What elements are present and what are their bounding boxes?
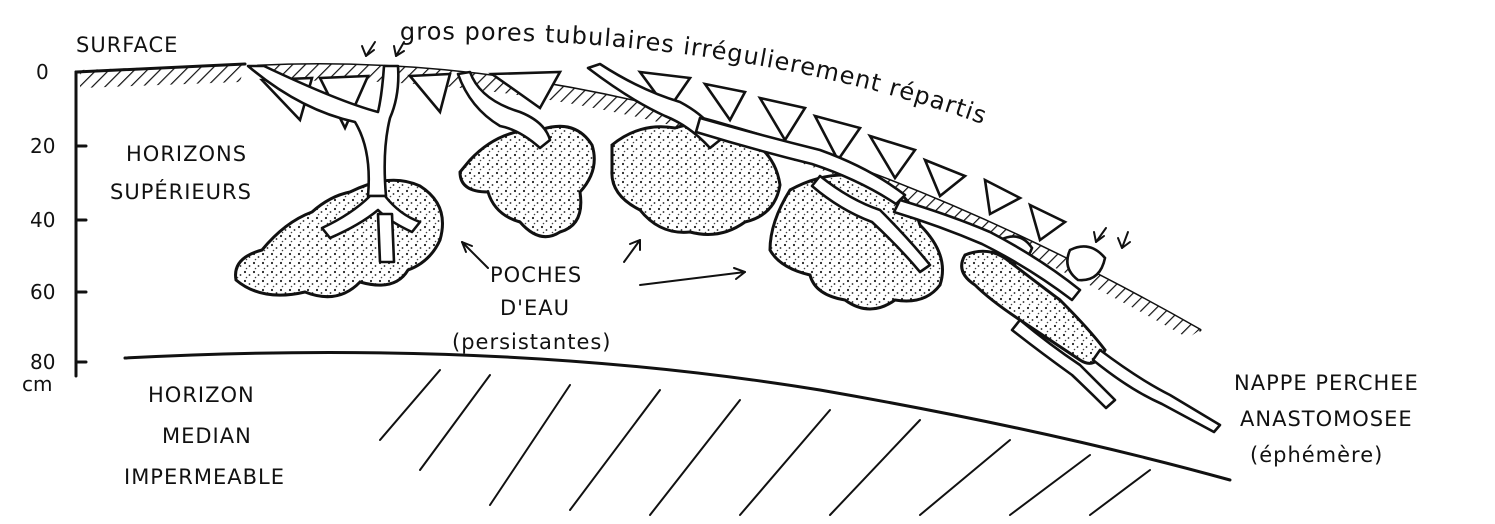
depth-tick-40: 40 bbox=[30, 208, 55, 232]
upper-horizons-label-line-1: HORIZONS bbox=[126, 142, 247, 166]
water-pockets-label-line-3: (persistantes) bbox=[452, 330, 612, 354]
water-pocket-1 bbox=[236, 180, 443, 296]
upper-horizons-label-line-2: SUPÉRIEURS bbox=[110, 179, 252, 204]
water-pockets bbox=[236, 124, 1105, 363]
depth-unit: cm bbox=[22, 372, 52, 396]
perched-water-label-line-1: NAPPE PERCHEE bbox=[1234, 371, 1419, 395]
depth-axis: 0 20 40 60 80 cm bbox=[22, 60, 86, 396]
lower-horizon-label-line-2: MEDIAN bbox=[162, 424, 252, 448]
perched-water-label-line-3: (éphémère) bbox=[1250, 443, 1383, 467]
water-pockets-label-line-1: POCHES bbox=[490, 263, 582, 287]
water-pocket-2 bbox=[460, 126, 594, 236]
impermeable-horizon bbox=[125, 352, 1230, 515]
surface-label: SURFACE bbox=[76, 33, 178, 57]
water-pockets-label-line-2: D'EAU bbox=[500, 296, 570, 320]
depth-tick-60: 60 bbox=[30, 280, 55, 304]
depth-tick-80: 80 bbox=[30, 350, 55, 374]
lower-horizon-label-line-3: IMPERMEABLE bbox=[124, 465, 285, 489]
perched-water-label-line-2: ANASTOMOSEE bbox=[1240, 407, 1413, 431]
lower-horizon-label-line-1: HORIZON bbox=[148, 383, 255, 407]
depth-tick-0: 0 bbox=[36, 60, 49, 84]
depth-tick-20: 20 bbox=[30, 134, 55, 158]
